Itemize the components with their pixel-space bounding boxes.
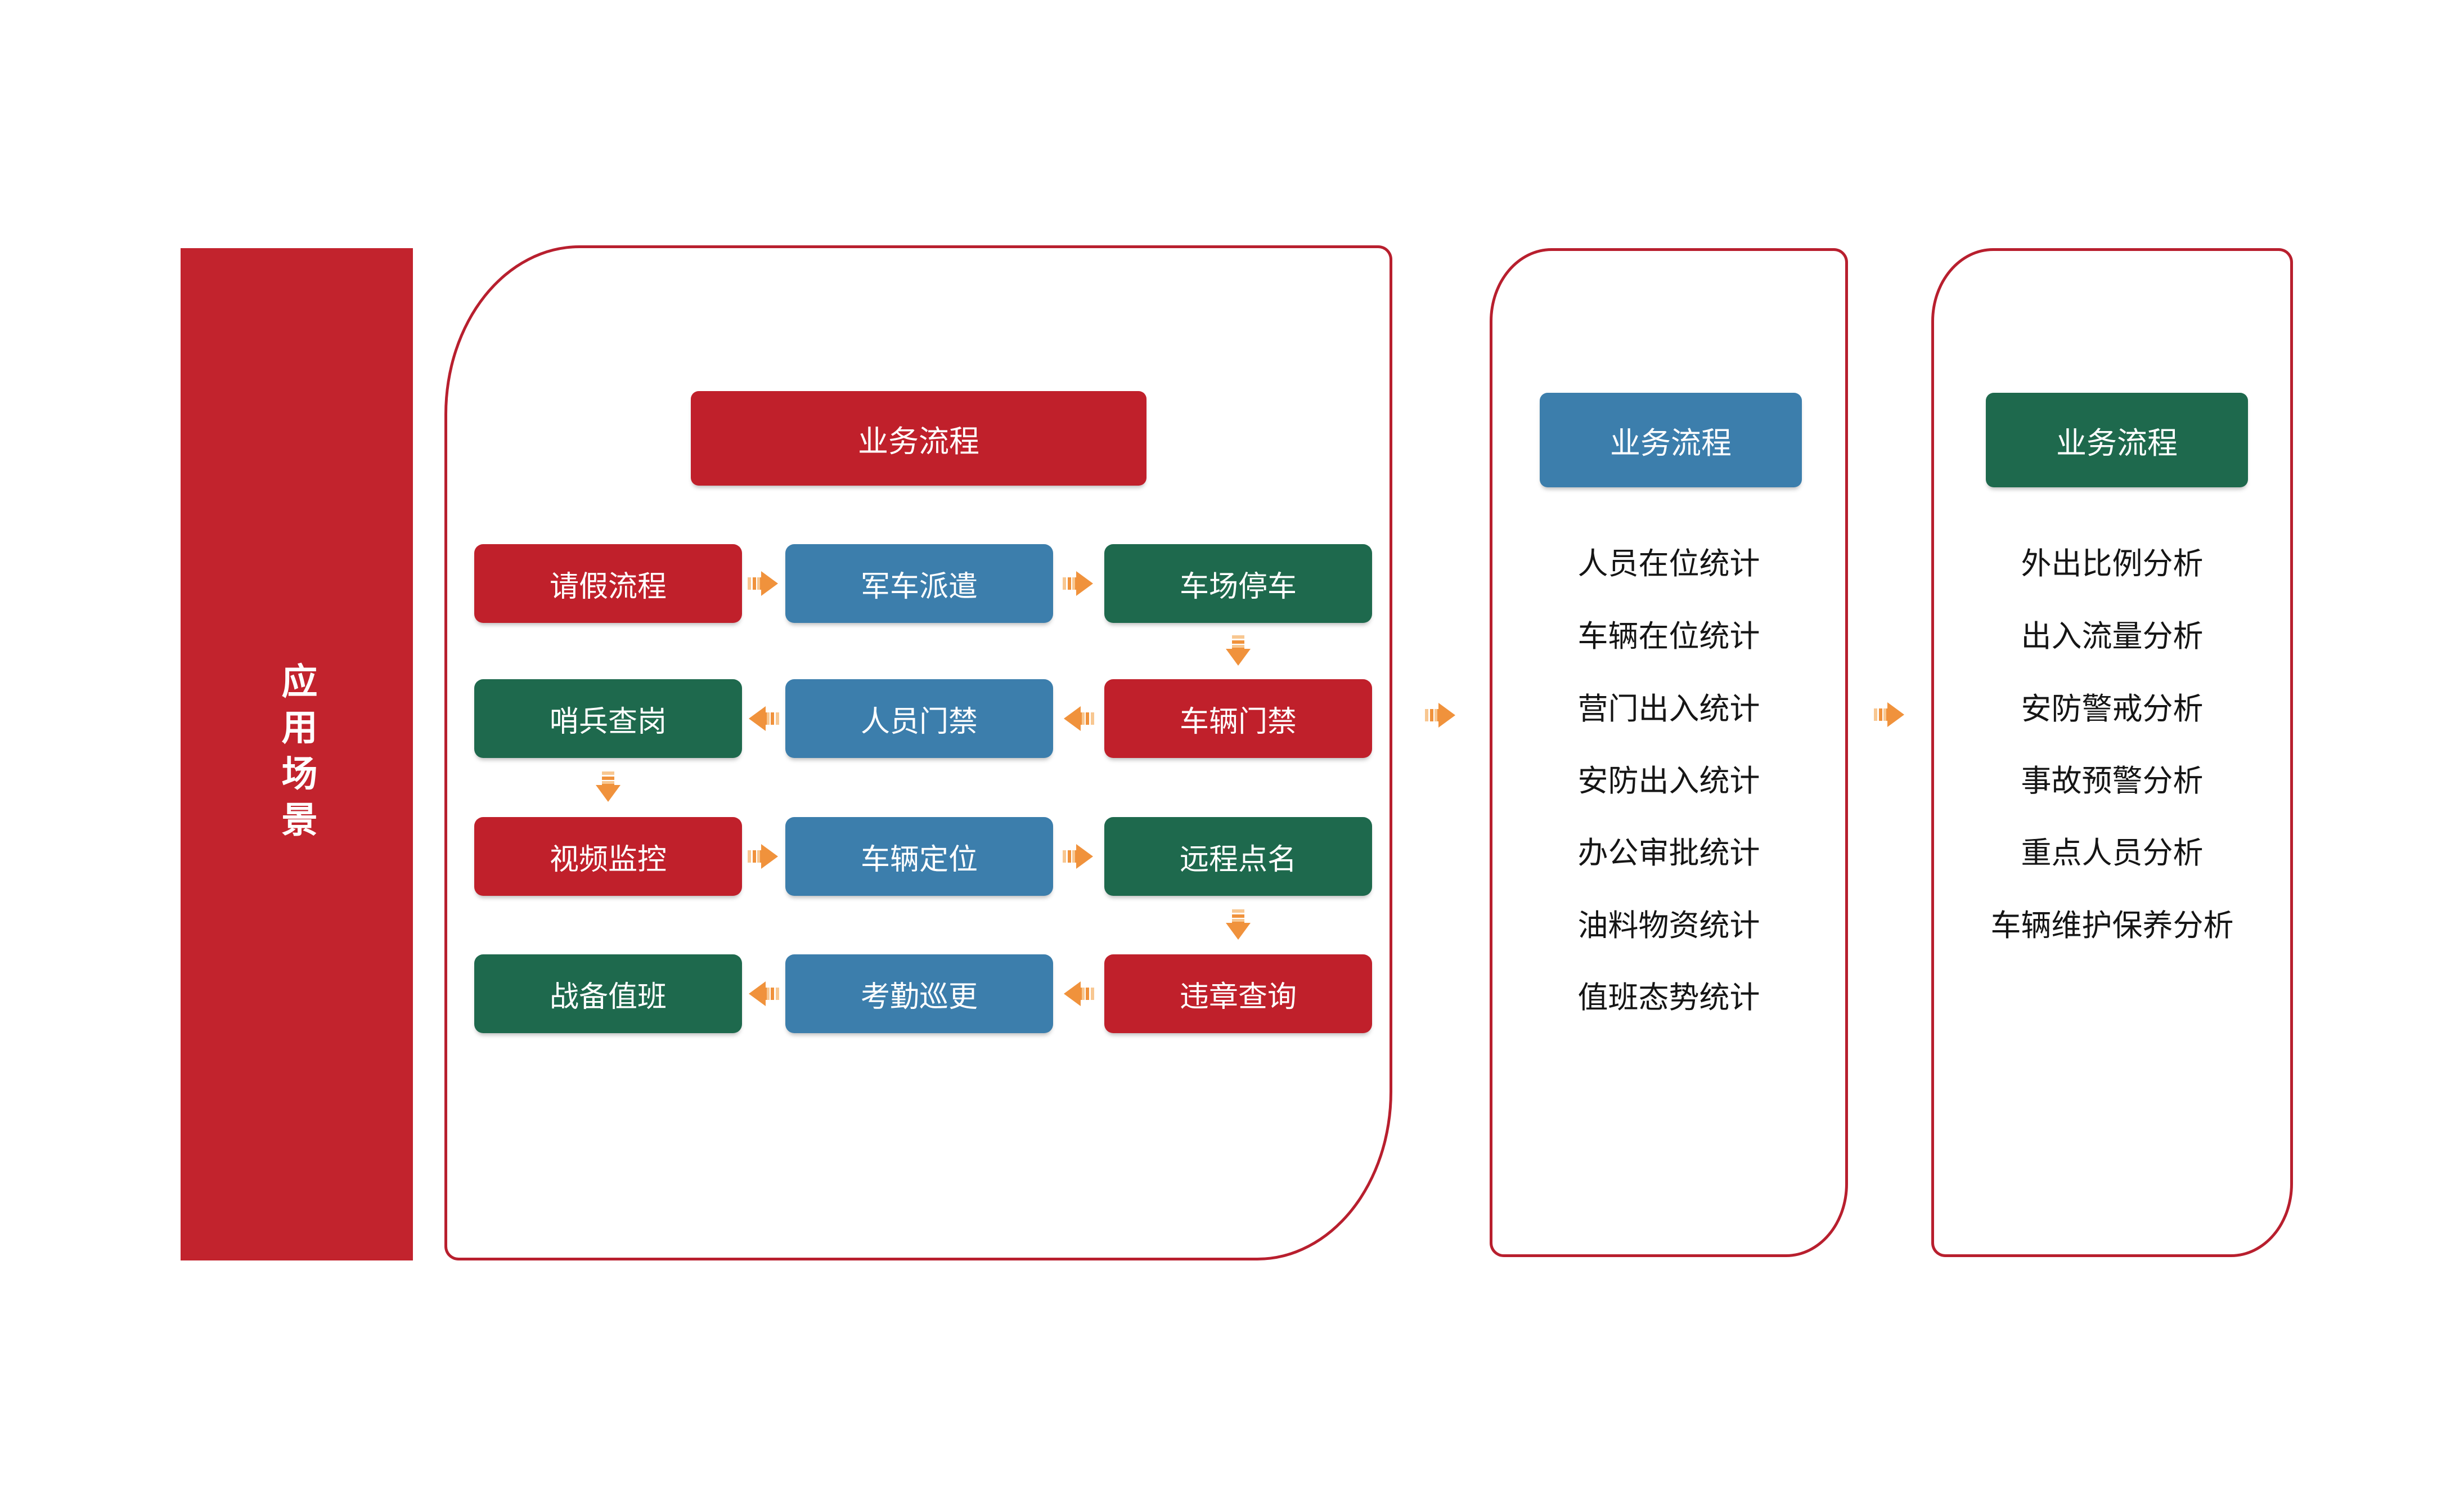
arrow-left-icon [749, 981, 779, 1006]
arrow-right-icon [1063, 571, 1093, 596]
arrow-right-icon [1063, 844, 1093, 869]
flow-box-cheliangmenjin: 车辆门禁 [1104, 679, 1372, 758]
arrow-left-icon [1064, 706, 1094, 731]
panel3-title: 业务流程 [2056, 426, 2178, 460]
flow-box-chechangtingche: 车场停车 [1104, 544, 1372, 623]
business-flow-panel: 业务流程 请假流程 军车派遣 车场停车 哨兵查岗 人员门禁 车辆门禁 视频监控 … [444, 245, 1392, 1260]
list-item: 安防出入统计 [1577, 764, 1760, 798]
application-scenarios-banner: 应用场景 [181, 248, 413, 1260]
arrow-down-icon [1226, 909, 1251, 940]
list-item: 事故预警分析 [2021, 764, 2204, 798]
list-item: 安防警戒分析 [2021, 692, 2204, 726]
list-item: 办公审批统计 [1577, 836, 1760, 870]
flow-box-junchepaiqian: 军车派遣 [785, 544, 1053, 623]
list-item: 车辆在位统计 [1577, 619, 1760, 653]
analysis-panel: 业务流程 外出比例分析 出入流量分析 安防警戒分析 事故预警分析 重点人员分析 … [1931, 248, 2293, 1257]
flow-box-kaoqinxungeng: 考勤巡更 [785, 954, 1053, 1033]
panel3-title-box: 业务流程 [1986, 393, 2248, 487]
flow-box-shipinjiankong: 视频监控 [474, 817, 742, 896]
list-item: 营门出入统计 [1577, 692, 1760, 726]
list-item: 人员在位统计 [1577, 546, 1760, 581]
list-item: 外出比例分析 [2021, 546, 2204, 581]
flow-box-shaobingchagang: 哨兵查岗 [474, 679, 742, 758]
arrow-right-icon [748, 844, 778, 869]
statistics-panel: 业务流程 人员在位统计 车辆在位统计 营门出入统计 安防出入统计 办公审批统计 … [1490, 248, 1848, 1257]
application-scenarios-label: 应用场景 [276, 662, 317, 847]
arrow-right-icon [748, 571, 778, 596]
list-item: 值班态势统计 [1577, 980, 1760, 1015]
panel-connector-arrow-icon [1874, 702, 1904, 727]
panel2-title-box: 业务流程 [1540, 393, 1802, 487]
panel-connector-arrow-icon [1425, 703, 1455, 728]
list-item: 重点人员分析 [2021, 836, 2204, 870]
flow-box-cheliangdingwei: 车辆定位 [785, 817, 1053, 896]
flow-box-qingjialiucheng: 请假流程 [474, 544, 742, 623]
flow-box-zhanbeizhiban: 战备值班 [474, 954, 742, 1033]
list-item: 油料物资统计 [1577, 908, 1760, 943]
arrow-left-icon [1064, 981, 1094, 1006]
flow-box-renyuanmenjin: 人员门禁 [785, 679, 1053, 758]
arrow-left-icon [749, 706, 779, 731]
flow-box-yuanchengdianming: 远程点名 [1104, 817, 1372, 896]
panel1-title-box: 业务流程 [691, 391, 1146, 486]
list-item: 出入流量分析 [2021, 619, 2204, 653]
arrow-down-icon [1226, 635, 1251, 666]
panel1-title: 业务流程 [858, 424, 979, 459]
panel2-title: 业务流程 [1610, 426, 1732, 460]
flow-box-weizhangchaxun: 违章查询 [1104, 954, 1372, 1033]
arrow-down-icon [596, 771, 621, 802]
list-item: 车辆维护保养分析 [1990, 908, 2234, 943]
